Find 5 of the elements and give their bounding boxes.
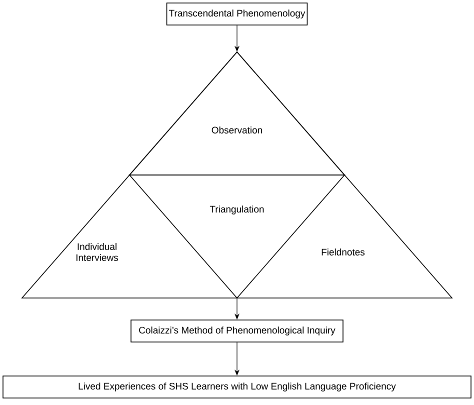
triangle-section: Individual Interviews	[76, 243, 118, 261]
process-box: Lived Experiences of SHS Learners with Low English Language Proficiency	[2, 376, 472, 398]
process-box: Transcendental Phenomenology	[166, 2, 308, 26]
triangle-section: Fieldnotes	[322, 248, 365, 256]
process-box: Colaizzi’s Method of Phenomenological Inquiry	[130, 320, 344, 342]
